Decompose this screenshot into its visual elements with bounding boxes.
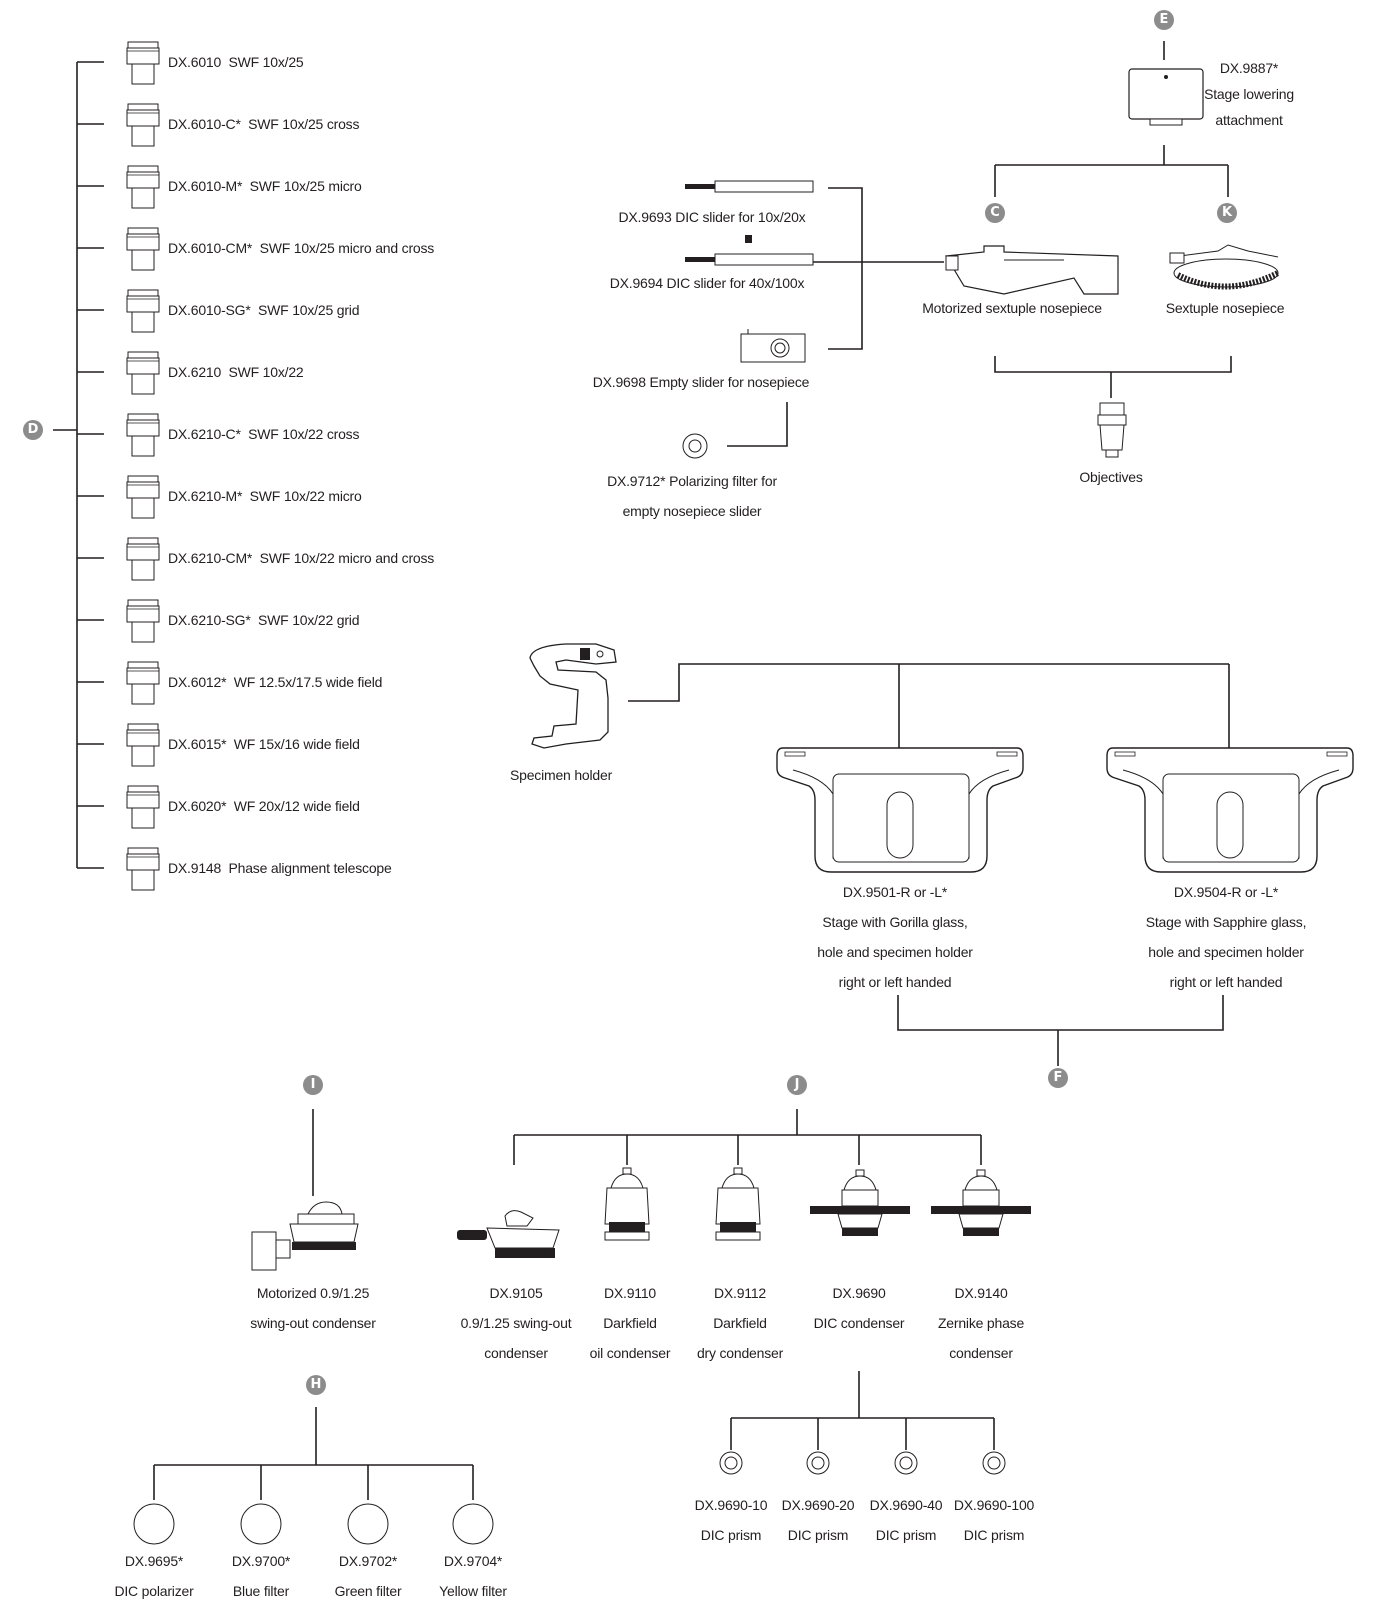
eyepiece-label: DX.6020* WF 20x/12 wide field — [168, 798, 360, 814]
specimen-holder-label: Specimen holder — [509, 767, 613, 783]
filter-label: DX.9695*DIC polarizer — [114, 1553, 194, 1599]
badge-f: F — [1048, 1068, 1068, 1088]
eyepiece-label: DX.6010-M* SWF 10x/25 micro — [168, 178, 362, 194]
motorized-nosepiece-icon — [944, 242, 1122, 297]
eyepiece-icon — [126, 784, 160, 830]
badge-i: I — [303, 1075, 323, 1095]
eyepiece-label: DX.6210-CM* SWF 10x/22 micro and cross — [168, 550, 435, 566]
eyepiece-label: DX.6010-C* SWF 10x/25 cross — [168, 116, 360, 132]
empty-slider-icon — [740, 328, 812, 366]
empty-slider-label: DX.9698 Empty slider for nosepiece — [592, 374, 810, 390]
badge-e: E — [1154, 10, 1174, 30]
eyepiece-icon — [126, 102, 160, 148]
filter-disc-icon — [132, 1502, 176, 1546]
stage-lowering-icon — [1128, 68, 1204, 128]
eyepiece-icon — [126, 660, 160, 706]
zernike-phase-condenser-icon — [929, 1166, 1033, 1256]
filter-label: DX.9702*Green filter — [334, 1553, 402, 1599]
eyepiece-label: DX.6010-CM* SWF 10x/25 micro and cross — [168, 240, 435, 256]
eyepiece-label: DX.6210-SG* SWF 10x/22 grid — [168, 612, 360, 628]
dic-slider-10-20-label: DX.9693 DIC slider for 10x/20x — [618, 209, 806, 225]
stage-sapphire-icon — [1105, 746, 1355, 876]
dic-prism-icon — [893, 1450, 919, 1476]
filter-label: DX.9704*Yellow filter — [439, 1553, 507, 1599]
eyepiece-icon — [126, 722, 160, 768]
eyepiece-icon — [126, 288, 160, 334]
sextuple-nosepiece-icon — [1168, 243, 1284, 291]
filter-label: DX.9700*Blue filter — [231, 1553, 291, 1599]
badge-j: J — [787, 1075, 807, 1095]
motorized-nosepiece-label: Motorized sextuple nosepiece — [922, 300, 1102, 316]
badge-d: D — [23, 420, 43, 440]
stage-sapphire-label: DX.9504-R or -L*Stage with Sapphire glas… — [1145, 884, 1307, 990]
badge-k: K — [1217, 203, 1237, 223]
eyepiece-label: DX.6012* WF 12.5x/17.5 wide field — [168, 674, 383, 690]
dic-slider-10-20-icon — [685, 180, 815, 194]
eyepiece-label: DX.6010-SG* SWF 10x/25 grid — [168, 302, 360, 318]
stage-gorilla-icon — [775, 746, 1025, 876]
dic-prism-icon — [981, 1450, 1007, 1476]
eyepiece-icon — [126, 536, 160, 582]
stage-gorilla-label: DX.9501-R or -L*Stage with Gorilla glass… — [817, 884, 973, 990]
dic-slider-40-100-icon — [685, 235, 815, 271]
eyepiece-icon — [126, 412, 160, 458]
darkfield-dry-condenser-icon — [712, 1166, 764, 1256]
objective-icon — [1096, 402, 1128, 460]
darkfield-oil-condenser-icon — [601, 1166, 653, 1256]
eyepiece-icon — [126, 40, 160, 86]
eyepiece-label: DX.6015* WF 15x/16 wide field — [168, 736, 360, 752]
filter-disc-icon — [239, 1502, 283, 1546]
eyepiece-icon — [126, 350, 160, 396]
eyepiece-icon — [126, 164, 160, 210]
eyepiece-label: DX.6010 SWF 10x/25 — [168, 54, 304, 70]
specimen-holder-icon — [526, 640, 634, 752]
eyepiece-icon — [126, 846, 160, 892]
dic-prism-icon — [718, 1450, 744, 1476]
swing-out-condenser-icon — [455, 1208, 565, 1268]
eyepiece-label: DX.6210-C* SWF 10x/22 cross — [168, 426, 360, 442]
eyepiece-icon — [126, 598, 160, 644]
eyepiece-icon — [126, 474, 160, 520]
sextuple-nosepiece-label: Sextuple nosepiece — [1165, 300, 1285, 316]
motorized-condenser-icon — [250, 1200, 360, 1274]
dic-prism-icon — [805, 1450, 831, 1476]
eyepiece-icon — [126, 226, 160, 272]
badge-h: H — [306, 1375, 326, 1395]
eyepiece-label: DX.9148 Phase alignment telescope — [168, 860, 392, 876]
badge-c: C — [985, 203, 1005, 223]
polarizing-filter-icon — [681, 432, 709, 460]
dic-condenser-icon — [808, 1166, 912, 1256]
objectives-label: Objectives — [1079, 469, 1143, 485]
filter-disc-icon — [451, 1502, 495, 1546]
eyepiece-label: DX.6210 SWF 10x/22 — [168, 364, 304, 380]
eyepiece-label: DX.6210-M* SWF 10x/22 micro — [168, 488, 362, 504]
dic-slider-40-100-label: DX.9694 DIC slider for 40x/100x — [609, 275, 805, 291]
filter-disc-icon — [346, 1502, 390, 1546]
